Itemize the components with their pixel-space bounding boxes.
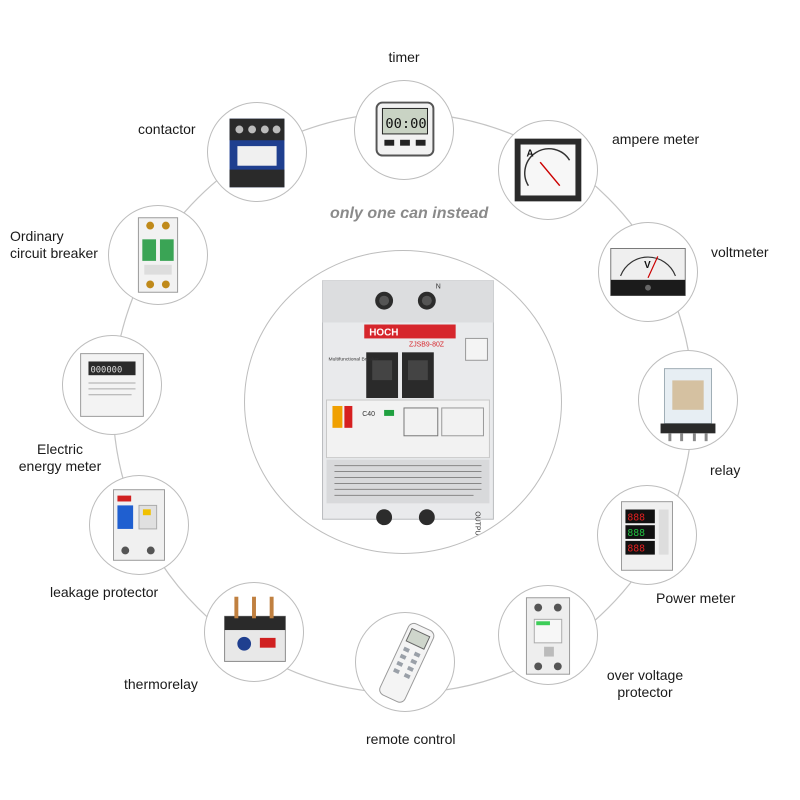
timer-image: 00:00 <box>354 80 454 180</box>
label-power-meter: Power meter <box>656 590 736 606</box>
svg-text:00:00: 00:00 <box>385 116 426 132</box>
label-remote-control: remote control <box>366 731 456 747</box>
terminal-top-label: N <box>436 284 441 291</box>
svg-text:V: V <box>644 260 651 271</box>
power-meter-image: 888 888 888 <box>597 485 697 585</box>
label-circuit-breaker: Ordinary circuit breaker <box>10 228 98 261</box>
label-thermorelay: thermorelay <box>124 676 198 692</box>
over-voltage-protector-image <box>498 585 598 685</box>
relay-image <box>638 350 738 450</box>
svg-text:888: 888 <box>627 512 645 523</box>
contactor-image <box>207 102 307 202</box>
energy-meter-image: 000000 <box>62 335 162 435</box>
label-relay: relay <box>710 462 741 478</box>
terminal-bottom-label: OUTPUT <box>474 511 481 540</box>
leakage-protector-image <box>89 475 189 575</box>
label-contactor: contactor <box>138 121 196 137</box>
label-over-voltage-protector: over voltage protector <box>606 667 684 700</box>
remote-control-image <box>355 612 455 712</box>
voltmeter-image: V <box>598 222 698 322</box>
svg-text:000000: 000000 <box>90 365 122 375</box>
label-ampere-meter: ampere meter <box>612 131 700 147</box>
svg-text:888: 888 <box>627 528 645 539</box>
label-timer: timer <box>388 49 420 65</box>
model-label: ZJSB9-80Z <box>409 341 445 348</box>
center-product-image: N HOCH ZJSB9-80Z Multifunctional Breaker… <box>244 250 562 554</box>
svg-text:A: A <box>526 148 533 159</box>
label-voltmeter: voltmeter <box>711 244 769 260</box>
tagline: only one can instead <box>330 205 489 222</box>
brand-label: HOCH <box>369 327 398 338</box>
rating-label: C40 <box>362 411 375 418</box>
svg-text:888: 888 <box>627 544 645 555</box>
circuit-breaker-image <box>108 205 208 305</box>
label-leakage-protector: leakage protector <box>50 584 159 600</box>
label-energy-meter: Electric energy meter <box>18 441 102 474</box>
ampere-meter-image: A <box>498 120 598 220</box>
thermorelay-image <box>204 582 304 682</box>
panel-title-label: Multifunctional Breaker <box>328 356 379 362</box>
